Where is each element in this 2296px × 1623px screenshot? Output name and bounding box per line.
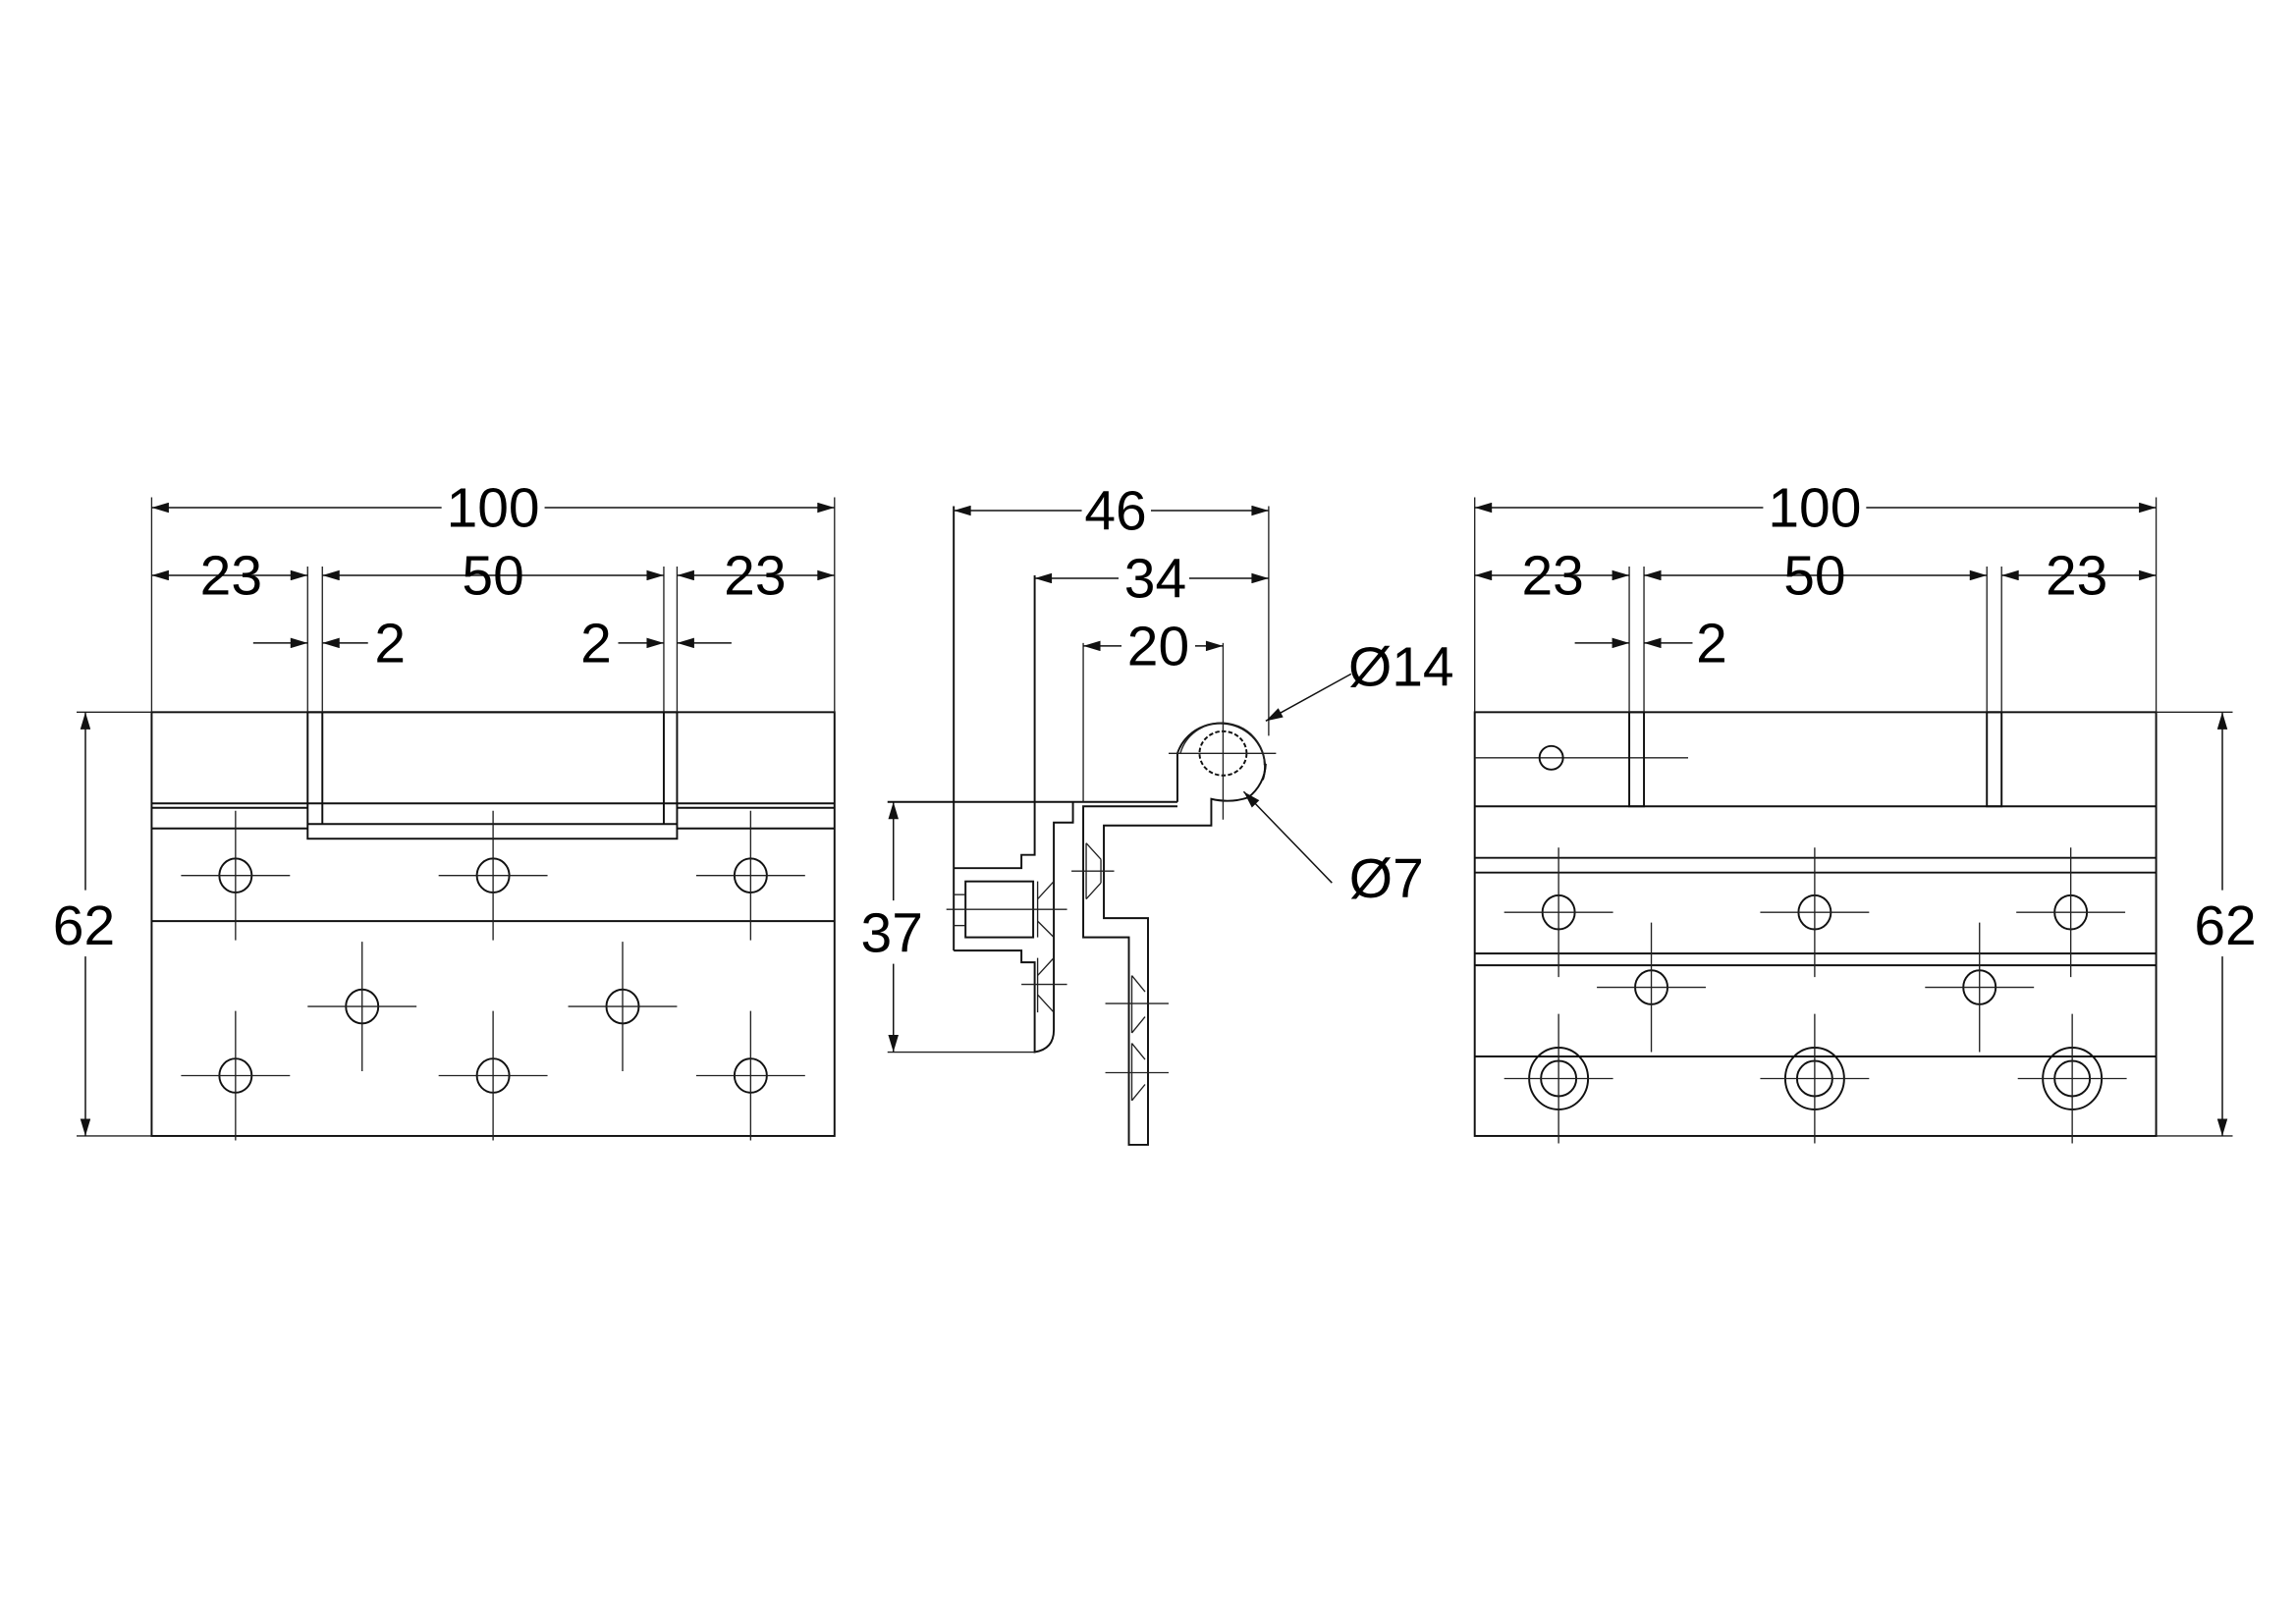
screw-hole [1760, 1013, 1870, 1144]
dim-leaf-offset: 34 [1124, 547, 1186, 610]
screw-hole [1925, 922, 2035, 1053]
rear-view: 100 23 50 23 2 62 [1473, 477, 2257, 1144]
screw-hole [181, 1010, 291, 1141]
dim-overall-width: 100 [1768, 477, 1861, 540]
dim-overall-depth: 46 [1084, 480, 1146, 543]
dim-overall-width: 100 [447, 477, 540, 540]
dim-left-segment: 23 [200, 544, 262, 607]
screw-holes [181, 810, 805, 1141]
screw-hole [181, 810, 291, 941]
screw-hole [1503, 1013, 1613, 1144]
screw-hole [307, 942, 417, 1072]
dim-left-segment: 23 [1521, 544, 1583, 607]
screw-hole [438, 810, 548, 941]
dim-right-segment: 23 [724, 544, 786, 607]
dim-knuckle-offset: 20 [1127, 615, 1189, 677]
front-view: 100 23 50 23 2 2 62 [53, 477, 836, 1141]
screw-hole [1597, 922, 1706, 1053]
screw-holes [1503, 847, 2127, 1144]
dim-center-segment: 50 [462, 544, 523, 607]
dim-knuckle-diameter: Ø14 [1348, 635, 1454, 698]
screw-hole [568, 942, 678, 1072]
screw-hole [695, 810, 805, 941]
dim-left-gap: 2 [374, 612, 406, 675]
screw-hole [695, 1010, 805, 1141]
screw-hole [1503, 847, 1613, 978]
dim-height: 37 [861, 902, 923, 965]
dim-center-segment: 50 [1783, 544, 1845, 607]
screw-hole [2016, 847, 2126, 978]
dim-height: 62 [53, 894, 115, 957]
dim-right-gap: 2 [580, 612, 612, 675]
screw-hole [2017, 1013, 2127, 1144]
dim-height: 62 [2194, 894, 2256, 957]
screw-hole [1760, 847, 1870, 978]
side-view: 46 34 20 37 Ø14 Ø7 [861, 480, 1454, 1146]
screw-hole [438, 1010, 548, 1141]
dim-pin-diameter: Ø7 [1349, 847, 1424, 910]
dim-left-gap: 2 [1696, 612, 1727, 675]
dim-right-segment: 23 [2046, 544, 2107, 607]
